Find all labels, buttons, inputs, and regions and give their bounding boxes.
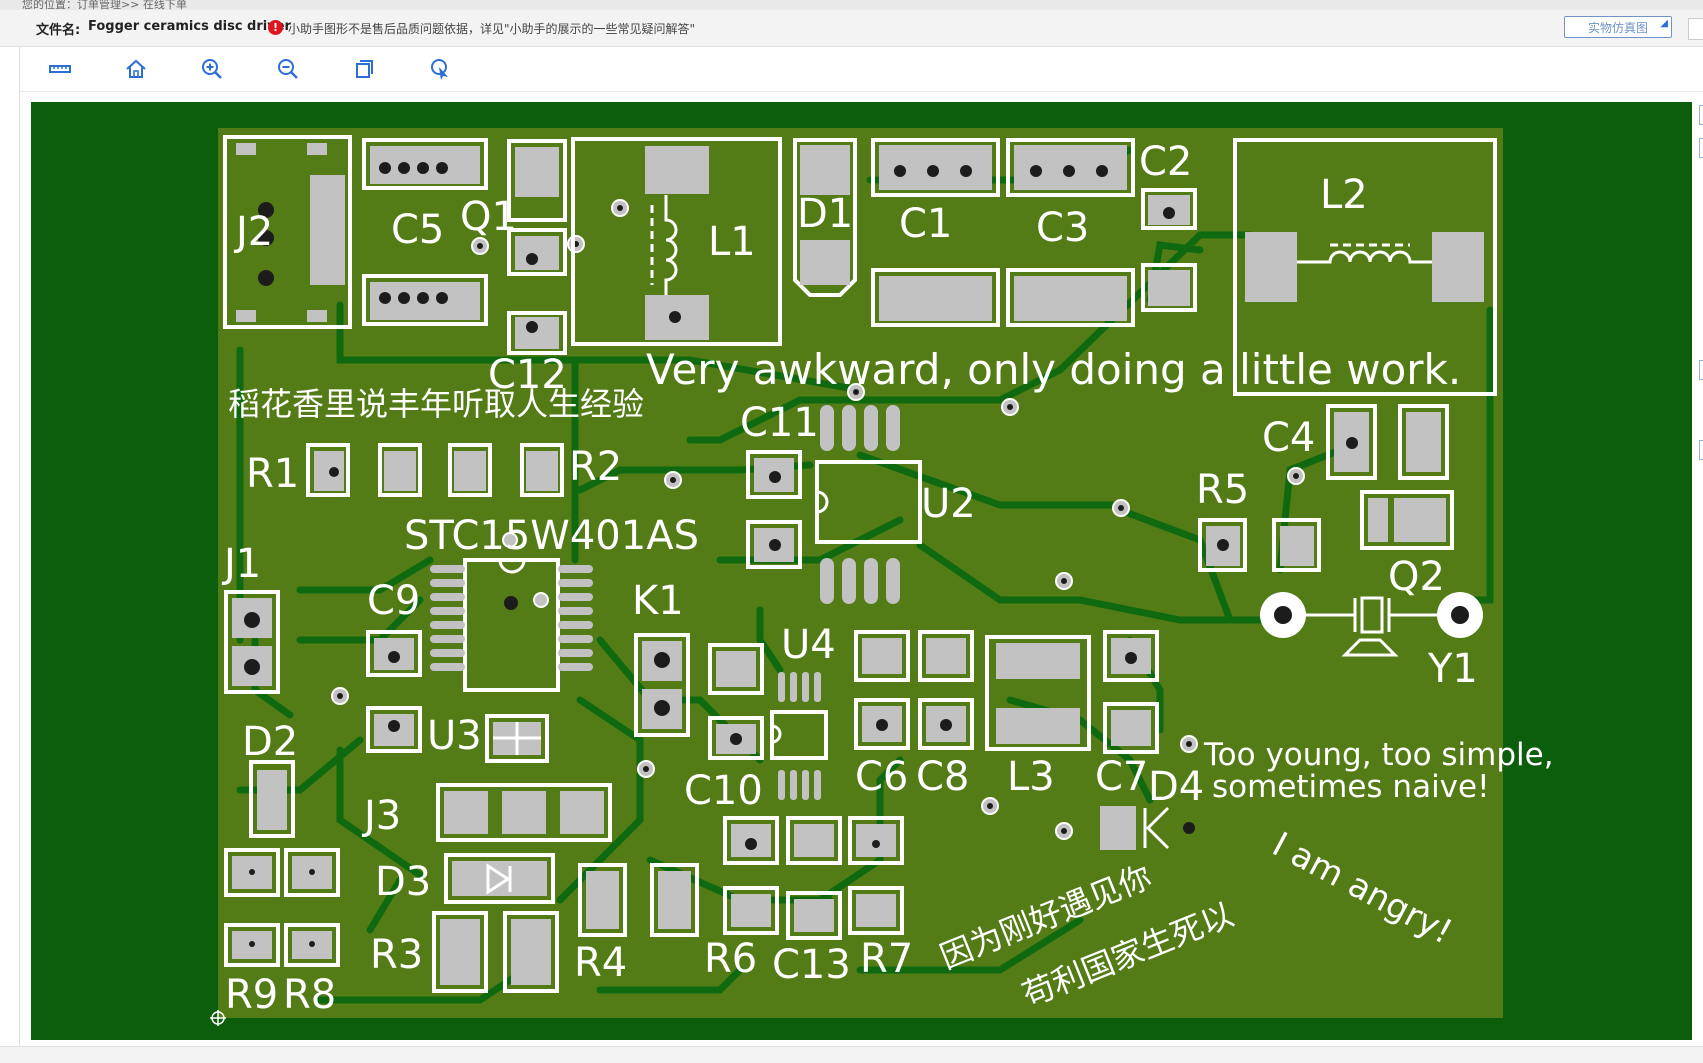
label-c10: C10 [684, 768, 763, 814]
label-r7: R7 [860, 936, 913, 982]
label-r3: R3 [370, 932, 423, 978]
label-u3: U3 [427, 713, 482, 759]
zoom-out-tool[interactable] [272, 53, 304, 85]
zoom-in-icon [202, 59, 222, 79]
label-d2: D2 [242, 719, 298, 765]
exclamation-icon: ! [268, 20, 283, 35]
viewer-toolbar [20, 47, 1703, 92]
copy-tool[interactable] [348, 53, 380, 85]
real-simulation-label: 实物仿真图 [1587, 21, 1648, 35]
label-r8: R8 [283, 972, 336, 1018]
label-l3: L3 [1007, 754, 1055, 800]
edge-button[interactable] [1688, 18, 1703, 40]
via-holes [337, 205, 1299, 834]
zoom-out-icon [278, 59, 298, 79]
label-c8: C8 [916, 754, 969, 800]
label-j2: J2 [233, 209, 273, 255]
label-r1: R1 [246, 451, 299, 497]
ruler-icon [49, 65, 71, 73]
label-r6: R6 [704, 936, 757, 982]
left-divider [19, 47, 20, 1062]
label-c9: C9 [367, 578, 420, 624]
label-r5: R5 [1196, 467, 1249, 513]
label-j1: J1 [221, 541, 261, 587]
file-name-label: 文件名: [36, 23, 81, 38]
text-chinese-proverb: 稻花香里说丰年听取人生经验 [228, 385, 644, 423]
label-q2: Q2 [1388, 554, 1445, 600]
label-stc: STC15W401AS [404, 513, 699, 559]
notice-text: 小助手图形不是售后品质问题依据，详见"小助手的展示的一些常见疑问解答" [288, 22, 696, 36]
label-c7: C7 [1095, 754, 1148, 800]
label-c2: C2 [1139, 139, 1192, 185]
label-c4: C4 [1262, 415, 1315, 461]
side-tab-3[interactable] [1699, 360, 1703, 380]
label-k1: K1 [632, 578, 684, 624]
pcb-board[interactable]: J2 C5 Q1 L1 D1 C1 C3 C2 L2 C12 C11 U2 C4… [31, 102, 1692, 1040]
side-tab-2[interactable] [1699, 138, 1703, 158]
label-r9: R9 [225, 972, 278, 1018]
label-u2: U2 [921, 481, 976, 527]
pad-dots [244, 162, 1469, 947]
inductor-symbols [486, 195, 1437, 895]
status-bar [0, 1046, 1703, 1063]
file-name-value: Fogger ceramics disc driver [88, 19, 291, 34]
label-r4: R4 [574, 940, 627, 986]
label-c5: C5 [391, 207, 444, 253]
label-c12: C12 [488, 352, 567, 398]
side-panel-fragment [1694, 100, 1703, 340]
pads [232, 143, 1484, 985]
side-tab-4[interactable] [1699, 440, 1703, 460]
home-tool[interactable] [120, 53, 152, 85]
label-u4: U4 [781, 622, 836, 668]
label-c3: C3 [1036, 205, 1089, 251]
zoom-in-tool[interactable] [196, 53, 228, 85]
ic-pins [430, 405, 900, 800]
text-too-young: Too young, too simple, [1203, 737, 1554, 773]
label-d4: D4 [1148, 764, 1204, 810]
origin-crosshair-icon [210, 1010, 226, 1026]
real-simulation-button[interactable]: 实物仿真图 ◢ [1564, 16, 1672, 38]
copy-icon [356, 60, 373, 78]
label-l1: L1 [708, 219, 756, 265]
label-l2: L2 [1320, 172, 1368, 218]
measure-tool[interactable] [44, 53, 76, 85]
silk-outlines [223, 135, 1497, 993]
label-j3: J3 [361, 793, 401, 839]
label-c1: C1 [899, 201, 952, 247]
label-c13: C13 [772, 942, 851, 988]
breadcrumb: 您的位置：订单管理>> 在线下单 [0, 0, 1703, 10]
label-d3: D3 [375, 859, 431, 905]
text-very-awkward: Very awkward, only doing a little work. [646, 345, 1461, 394]
side-tab-1[interactable] [1699, 105, 1703, 125]
corner-arrow-icon: ◢ [1660, 18, 1668, 29]
label-q1: Q1 [460, 194, 517, 240]
label-c11: C11 [740, 400, 819, 446]
home-icon [126, 59, 146, 78]
label-r2: R2 [569, 444, 622, 490]
cursor-icon [431, 59, 448, 80]
label-d1: D1 [797, 191, 853, 237]
label-c6: C6 [855, 754, 908, 800]
select-tool[interactable] [424, 53, 456, 85]
text-sometimes-naive: sometimes naive! [1212, 769, 1490, 805]
file-info-bar: 文件名: Fogger ceramics disc driver ! 小助手图形… [0, 10, 1703, 47]
label-y1: Y1 [1427, 646, 1478, 692]
